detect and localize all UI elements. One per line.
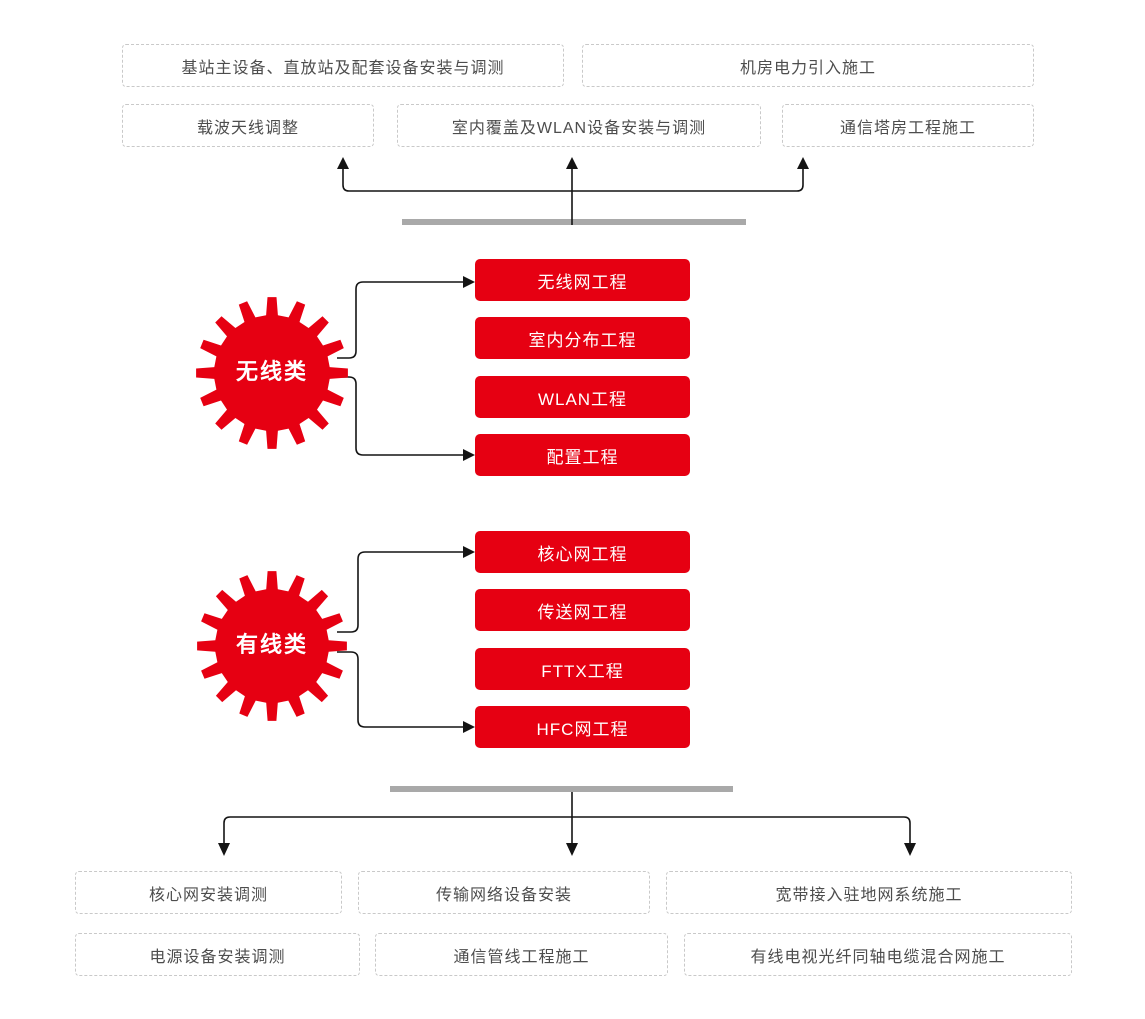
gear-wired-label: 有线类 xyxy=(235,632,308,657)
arrow-up-icon xyxy=(797,157,809,169)
node-configuration: 配置工程 xyxy=(475,434,690,476)
box-transmission-equipment-install: 传输网络设备安装 xyxy=(358,871,650,914)
box-pipeline-construction: 通信管线工程施工 xyxy=(375,933,668,976)
separator-bar-bottom xyxy=(390,786,733,792)
box-base-station-equipment: 基站主设备、直放站及配套设备安装与调测 xyxy=(122,44,564,87)
gear-wireless-label: 无线类 xyxy=(235,359,308,384)
node-hfc-network: HFC网工程 xyxy=(475,706,690,748)
box-power-equipment-install: 电源设备安装调测 xyxy=(75,933,360,976)
wired-connector-arrows xyxy=(337,546,475,733)
node-fttx: FTTX工程 xyxy=(475,648,690,690)
node-wlan: WLAN工程 xyxy=(475,376,690,418)
arrow-down-icon xyxy=(904,843,916,856)
arrow-down-icon xyxy=(566,843,578,856)
arrow-right-icon xyxy=(463,721,475,733)
box-indoor-wlan-install: 室内覆盖及WLAN设备安装与调测 xyxy=(397,104,761,147)
gear-wired-icon xyxy=(197,571,347,721)
separator-bar-top xyxy=(402,219,746,225)
arrow-right-icon xyxy=(463,276,475,288)
top-connector-arrows xyxy=(337,157,809,225)
bottom-connector-arrows xyxy=(218,792,916,856)
node-core-network: 核心网工程 xyxy=(475,531,690,573)
wireless-connector-arrows xyxy=(337,276,475,461)
box-power-introduction: 机房电力引入施工 xyxy=(582,44,1034,87)
arrow-right-icon xyxy=(463,546,475,558)
box-carrier-antenna-adjust: 载波天线调整 xyxy=(122,104,374,147)
node-wireless-network: 无线网工程 xyxy=(475,259,690,301)
node-indoor-distribution: 室内分布工程 xyxy=(475,317,690,359)
box-broadband-access-construction: 宽带接入驻地网系统施工 xyxy=(666,871,1072,914)
gear-wireless-icon xyxy=(196,297,348,449)
box-hfc-cable-construction: 有线电视光纤同轴电缆混合网施工 xyxy=(684,933,1072,976)
node-transport-network: 传送网工程 xyxy=(475,589,690,631)
arrow-down-icon xyxy=(218,843,230,856)
box-core-network-install: 核心网安装调测 xyxy=(75,871,342,914)
arrow-up-icon xyxy=(566,157,578,169)
arrow-right-icon xyxy=(463,449,475,461)
box-tower-construction: 通信塔房工程施工 xyxy=(782,104,1034,147)
arrow-up-icon xyxy=(337,157,349,169)
